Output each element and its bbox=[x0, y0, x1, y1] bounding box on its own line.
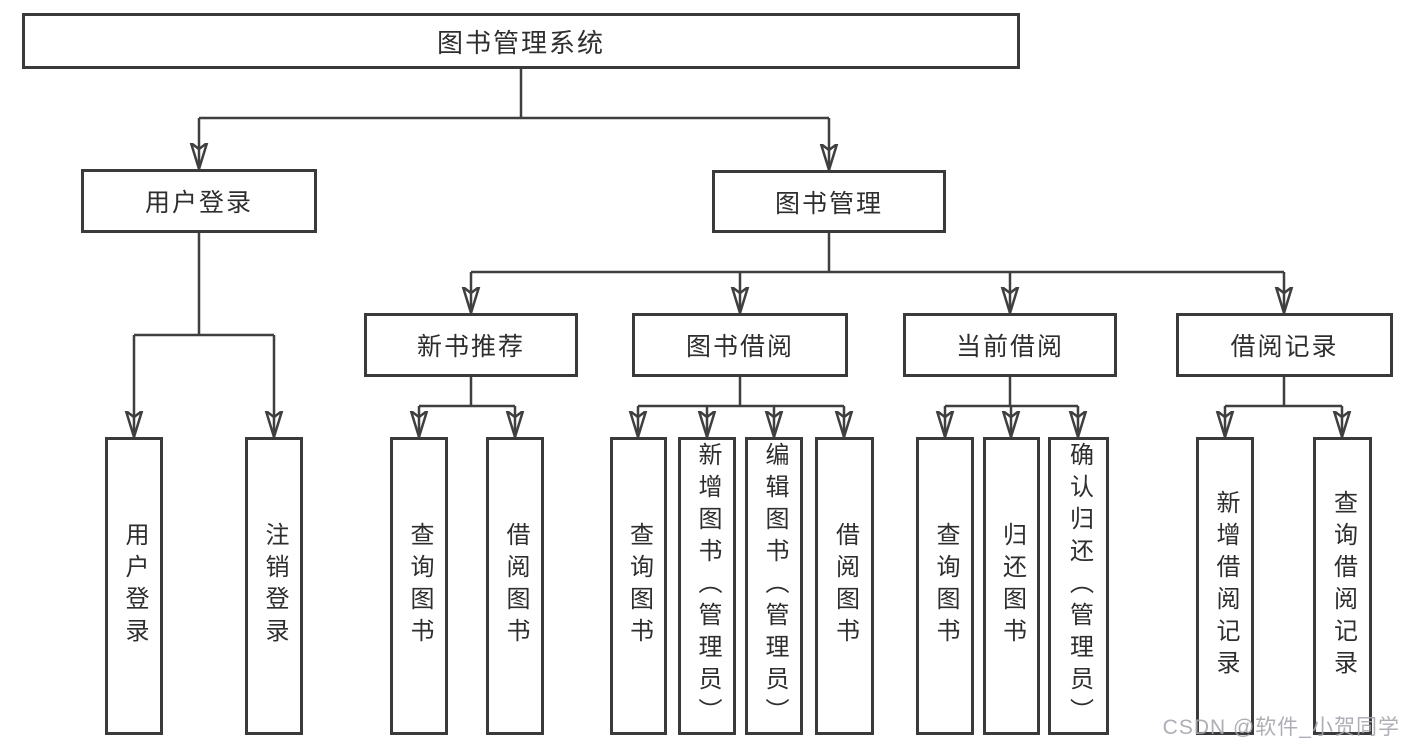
leaf-query-borrow-record: 查询借阅记录 bbox=[1313, 437, 1372, 735]
node-user-login: 用户登录 bbox=[81, 169, 317, 233]
leaf-add-borrow-record-label: 新增借阅记录 bbox=[1212, 490, 1239, 682]
node-book-management-label: 图书管理 bbox=[774, 189, 883, 218]
leaf-edit-book-admin: 编辑图书（管理员） bbox=[745, 437, 803, 735]
leaf-user-login: 用户登录 bbox=[105, 437, 163, 735]
leaf-add-book-admin: 新增图书（管理员） bbox=[678, 437, 736, 735]
leaf-query-books-current: 查询图书 bbox=[916, 437, 974, 735]
leaf-borrow-books-recommend: 借阅图书 bbox=[486, 437, 544, 735]
node-borrow-records: 借阅记录 bbox=[1176, 313, 1393, 377]
leaf-query-borrow-record-label: 查询借阅记录 bbox=[1329, 490, 1357, 682]
node-root-label: 图书管理系统 bbox=[436, 27, 605, 58]
node-book-management: 图书管理 bbox=[712, 170, 946, 233]
node-new-book-recommend: 新书推荐 bbox=[364, 313, 578, 377]
node-book-borrow: 图书借阅 bbox=[632, 313, 848, 377]
leaf-return-books: 归还图书 bbox=[983, 437, 1040, 735]
node-current-borrow: 当前借阅 bbox=[903, 313, 1117, 377]
leaf-query-books-recommend-label: 查询图书 bbox=[406, 522, 433, 650]
node-borrow-records-label: 借阅记录 bbox=[1230, 333, 1339, 361]
leaf-confirm-return-admin-label: 确认归还（管理员） bbox=[1065, 442, 1093, 730]
leaf-logout-label: 注销登录 bbox=[261, 522, 288, 650]
node-current-borrow-label: 当前借阅 bbox=[955, 333, 1064, 361]
node-new-book-recommend-label: 新书推荐 bbox=[416, 333, 525, 361]
leaf-add-borrow-record: 新增借阅记录 bbox=[1196, 437, 1254, 735]
node-root: 图书管理系统 bbox=[22, 13, 1020, 69]
leaf-query-books-borrow-label: 查询图书 bbox=[625, 522, 653, 650]
leaf-borrow-books-recommend-label: 借阅图书 bbox=[502, 522, 529, 650]
leaf-query-books-current-label: 查询图书 bbox=[932, 522, 959, 650]
leaf-query-books-recommend: 查询图书 bbox=[390, 437, 448, 735]
leaf-add-book-admin-label: 新增图书（管理员） bbox=[694, 442, 721, 730]
leaf-query-books-borrow: 查询图书 bbox=[610, 437, 667, 735]
leaf-borrow-books-borrow: 借阅图书 bbox=[815, 437, 874, 735]
node-book-borrow-label: 图书借阅 bbox=[685, 333, 794, 361]
csdn-watermark: CSDN @软件_小贺同学 bbox=[1162, 716, 1400, 739]
leaf-edit-book-admin-label: 编辑图书（管理员） bbox=[761, 442, 788, 730]
node-user-login-label: 用户登录 bbox=[144, 189, 253, 217]
leaf-return-books-label: 归还图书 bbox=[998, 522, 1026, 650]
leaf-logout: 注销登录 bbox=[245, 437, 303, 735]
leaf-user-login-label: 用户登录 bbox=[121, 522, 148, 650]
leaf-borrow-books-borrow-label: 借阅图书 bbox=[831, 522, 859, 650]
leaf-confirm-return-admin: 确认归还（管理员） bbox=[1048, 437, 1109, 735]
